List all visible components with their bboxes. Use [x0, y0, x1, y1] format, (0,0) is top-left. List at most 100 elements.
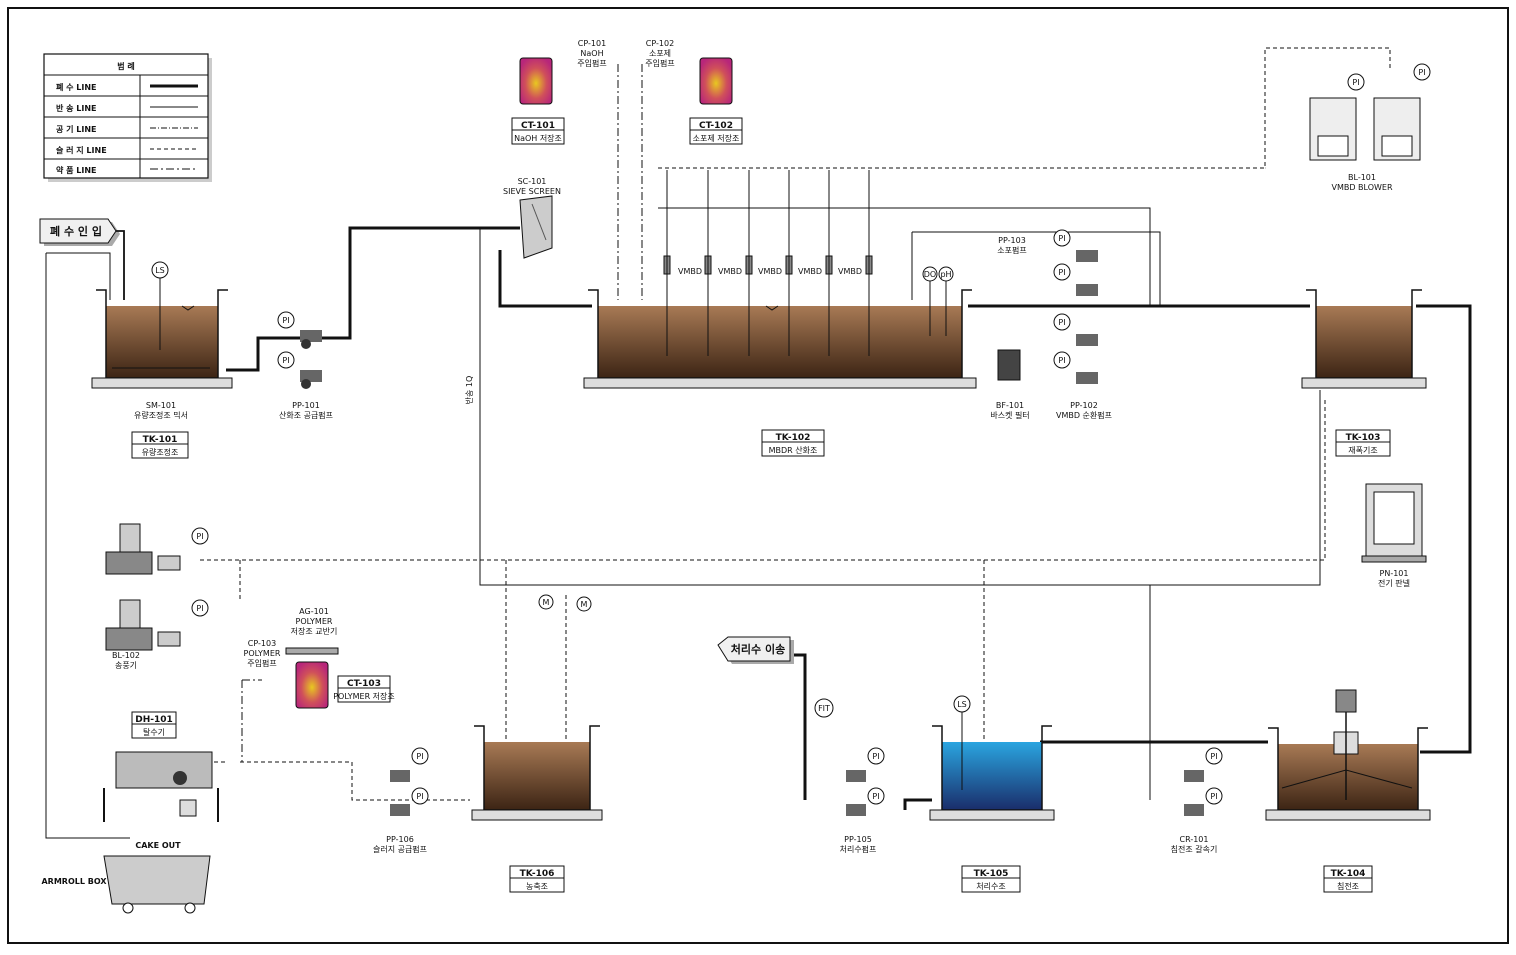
pn-101-name: 전기 판넬: [1378, 578, 1410, 588]
bl-101-name: VMBD BLOWER: [1331, 183, 1392, 192]
svg-text:CT-102: CT-102: [699, 121, 733, 131]
thin-pipes: [45, 207, 1321, 839]
tk-101-tank: [91, 270, 233, 389]
fit-instrument: FIT: [814, 698, 834, 718]
pp-104-tag: CR-101: [1180, 835, 1209, 844]
svg-text:NaOH 저장조: NaOH 저장조: [514, 133, 562, 143]
main-pipes: [226, 226, 1472, 810]
pp-102-pumps: PI PI: [1053, 313, 1098, 384]
sm-101-name: 유량조정조 믹서: [134, 410, 188, 420]
svg-text:VMBD: VMBD: [758, 267, 782, 276]
inlet-label: 폐 수 인 입: [50, 224, 102, 238]
vmbd-2: VMBD: [704, 170, 742, 356]
basket-filter: [997, 349, 1021, 381]
svg-text:탈수기: 탈수기: [143, 727, 165, 737]
svg-text:처리수조: 처리수조: [976, 882, 1005, 891]
legend: 범 례 폐 수 LINE 반 송 LINE 공 기 LINE 슬 러 지 LIN…: [43, 53, 212, 182]
sm-101-tag: SM-101: [146, 401, 176, 410]
cp-103-name: POLYMER: [244, 649, 281, 658]
svg-text:TK-103: TK-103: [1346, 433, 1381, 443]
svg-text:FIT: FIT: [818, 704, 830, 713]
pp-102-tag: PP-102: [1070, 401, 1098, 410]
pp-101-tag: PP-101: [292, 401, 320, 410]
vmbd-1: VMBD: [663, 170, 702, 356]
bf-101-name: 바스켓 필터: [990, 410, 1029, 420]
ls-instrument-tk105: LS: [953, 695, 971, 713]
svg-text:소포제 저장조: 소포제 저장조: [693, 133, 740, 143]
svg-text:PI: PI: [196, 532, 203, 541]
legend-title: 범 례: [117, 61, 135, 71]
vmbd-3: VMBD: [745, 170, 782, 356]
pp-105-pumps: PI PI: [846, 747, 885, 816]
bl-101-tag: BL-101: [1348, 173, 1376, 182]
svg-text:pH: pH: [940, 270, 951, 279]
svg-text:LS: LS: [957, 700, 967, 709]
pp-103-tag: PP-103: [998, 236, 1026, 245]
sc-101-tag: SC-101: [518, 177, 547, 186]
cp-103-name2: 주입펌프: [247, 658, 276, 668]
pn-101-tag: PN-101: [1380, 569, 1409, 578]
svg-text:PI: PI: [1352, 78, 1359, 87]
cp-102-name2: 주입펌프: [645, 58, 674, 68]
svg-text:CT-103: CT-103: [347, 679, 381, 689]
ag-101-name2: 저장조 교반기: [291, 626, 338, 636]
svg-text:TK-104: TK-104: [1331, 869, 1366, 879]
tk-103-label: TK-103 재폭기조: [1335, 429, 1391, 457]
pp-104-pumps: PI PI: [1184, 747, 1223, 816]
tk-105-tank: [929, 712, 1055, 821]
svg-text:PI: PI: [416, 752, 423, 761]
svg-text:VMBD: VMBD: [838, 267, 862, 276]
svg-text:PI: PI: [1058, 234, 1065, 243]
svg-text:PI: PI: [282, 316, 289, 325]
ph-instrument: pH: [938, 266, 954, 336]
bl-101-blowers: PI PI: [1309, 63, 1431, 161]
pp-106-pumps: PI PI: [390, 747, 429, 816]
tk-106-tank: [471, 725, 603, 821]
cp-101-name: NaOH: [580, 49, 603, 58]
svg-text:재폭기조: 재폭기조: [1348, 446, 1377, 455]
motor-valves: M M: [538, 594, 592, 612]
dashed-pipes: [196, 47, 1391, 801]
svg-text:유량조정조: 유량조정조: [142, 447, 179, 457]
pp-104-name: 침전조 갈속기: [1171, 844, 1218, 854]
ct-103-tank: CT-103 POLYMER 저장조: [285, 647, 395, 709]
pn-101-panel: [1361, 483, 1427, 563]
svg-text:PI: PI: [416, 792, 423, 801]
tk-106-label: TK-106 농축조: [509, 865, 565, 893]
ct-101-tank: CT-101 NaOH 저장조: [511, 57, 565, 145]
cp-101-tag: CP-101: [578, 39, 606, 48]
cp-102-name: 소포제: [649, 49, 671, 58]
svg-text:M: M: [581, 600, 588, 609]
pp-105-name: 처리수펌프: [840, 844, 877, 854]
bl-102-name: 송풍기: [115, 661, 137, 670]
svg-text:DO: DO: [924, 270, 936, 279]
svg-text:MBDR 산화조: MBDR 산화조: [769, 445, 818, 455]
armroll-label: ARMROLL BOX: [41, 877, 107, 886]
svg-text:POLYMER 저장조: POLYMER 저장조: [333, 691, 395, 701]
dh-101-label: DH-101 탈수기: [131, 711, 177, 739]
legend-label-air: 공 기 LINE: [56, 124, 97, 134]
sc-101-name: SIEVE SCREEN: [503, 187, 561, 196]
svg-text:PI: PI: [1210, 792, 1217, 801]
tk-104-tank: [1265, 689, 1431, 821]
vmbd-5: VMBD: [825, 170, 862, 356]
tk-102-label: TK-102 MBDR 산화조: [761, 429, 825, 457]
pp-106-name: 슬러지 공급펌프: [373, 844, 427, 854]
svg-text:PI: PI: [1210, 752, 1217, 761]
ag-101-name: POLYMER: [296, 617, 333, 626]
legend-label-return: 반 송 LINE: [56, 103, 97, 113]
svg-text:농축조: 농축조: [526, 882, 548, 891]
dh-101-dewaterer: [103, 751, 219, 822]
svg-text:PI: PI: [872, 752, 879, 761]
svg-text:VMBD: VMBD: [798, 267, 822, 276]
tk-103-tank: [1301, 289, 1427, 389]
pp-103-pumps: PI PI: [1053, 229, 1098, 296]
pp-101-name: 산화조 공급펌프: [279, 410, 333, 420]
bl-102-tag: BL-102: [112, 651, 140, 660]
pp-105-tag: PP-105: [844, 835, 872, 844]
bf-101-tag: BF-101: [996, 401, 1024, 410]
return-line-label: 반송 1Q: [465, 376, 474, 405]
ag-101-tag: AG-101: [299, 607, 329, 616]
chem-pipes: [241, 64, 643, 762]
